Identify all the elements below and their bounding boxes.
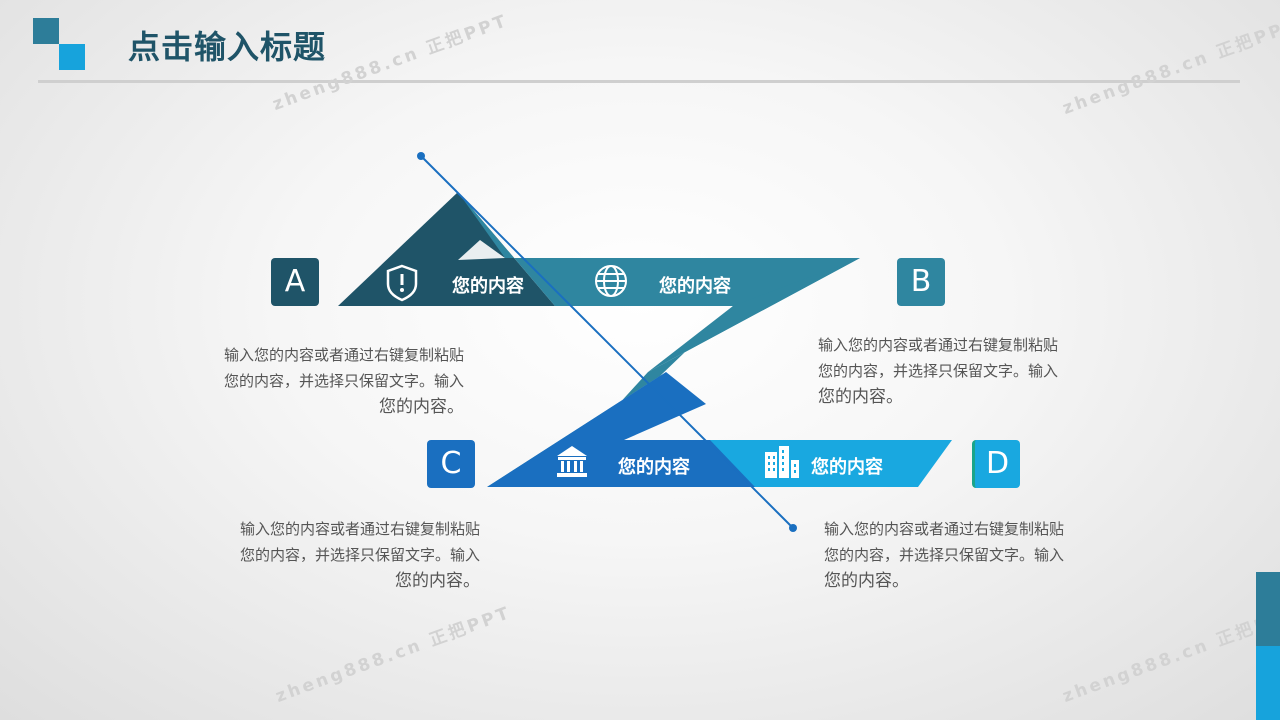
band-label-c[interactable]: 您的内容 bbox=[618, 457, 690, 478]
band-label-a[interactable]: 您的内容 bbox=[452, 276, 524, 297]
band-label-d[interactable]: 您的内容 bbox=[811, 457, 883, 478]
page-title[interactable]: 点击输入标题 bbox=[128, 28, 327, 66]
connector-start-dot bbox=[417, 152, 425, 160]
desc-c-line-1: 输入您的内容或者通过右键复制粘贴 bbox=[239, 520, 480, 538]
desc-a-line-2: 您的内容，并选择只保留文字。输入 bbox=[223, 372, 464, 390]
desc-d-line-1: 输入您的内容或者通过右键复制粘贴 bbox=[824, 520, 1065, 538]
desc-c-line-2: 您的内容，并选择只保留文字。输入 bbox=[239, 546, 480, 564]
title-divider bbox=[38, 80, 1240, 83]
desc-d[interactable]: 输入您的内容或者通过右键复制粘贴 您的内容，并选择只保留文字。输入 您的内容。 bbox=[824, 516, 1114, 594]
logo-square-dark bbox=[33, 18, 59, 44]
desc-b-line-2: 您的内容，并选择只保留文字。输入 bbox=[818, 362, 1059, 380]
connector-end-dot bbox=[789, 524, 797, 532]
band-label-b[interactable]: 您的内容 bbox=[659, 276, 731, 297]
desc-d-line-2: 您的内容，并选择只保留文字。输入 bbox=[824, 546, 1065, 564]
desc-c[interactable]: 输入您的内容或者通过右键复制粘贴 您的内容，并选择只保留文字。输入 您的内容。 bbox=[212, 516, 480, 594]
band-a-shape bbox=[338, 192, 555, 306]
globe-icon bbox=[595, 265, 627, 297]
band-b-shape bbox=[458, 192, 860, 372]
badge-c: C bbox=[427, 440, 475, 488]
band-notch bbox=[458, 240, 505, 260]
badge-b: B bbox=[897, 258, 945, 306]
buildings-icon bbox=[765, 446, 799, 478]
side-bar-light bbox=[1256, 646, 1280, 720]
desc-b[interactable]: 输入您的内容或者通过右键复制粘贴 您的内容，并选择只保留文字。输入 您的内容。 bbox=[818, 332, 1108, 410]
badge-d: D bbox=[972, 440, 1020, 488]
connector-line bbox=[420, 155, 794, 529]
desc-b-line-3: 您的内容。 bbox=[818, 387, 903, 407]
band-c-shape bbox=[487, 372, 755, 487]
desc-a-line-3: 您的内容。 bbox=[379, 397, 464, 417]
bank-icon bbox=[557, 446, 587, 477]
side-bar-dark bbox=[1256, 572, 1280, 646]
desc-c-line-3: 您的内容。 bbox=[395, 571, 480, 591]
desc-d-line-3: 您的内容。 bbox=[824, 571, 909, 591]
desc-b-line-1: 输入您的内容或者通过右键复制粘贴 bbox=[818, 336, 1059, 354]
desc-a-line-1: 输入您的内容或者通过右键复制粘贴 bbox=[223, 346, 464, 364]
desc-a[interactable]: 输入您的内容或者通过右键复制粘贴 您的内容，并选择只保留文字。输入 您的内容。 bbox=[196, 342, 464, 420]
logo-square-light bbox=[59, 44, 85, 70]
shield-icon bbox=[386, 264, 418, 302]
badge-a: A bbox=[271, 258, 319, 306]
